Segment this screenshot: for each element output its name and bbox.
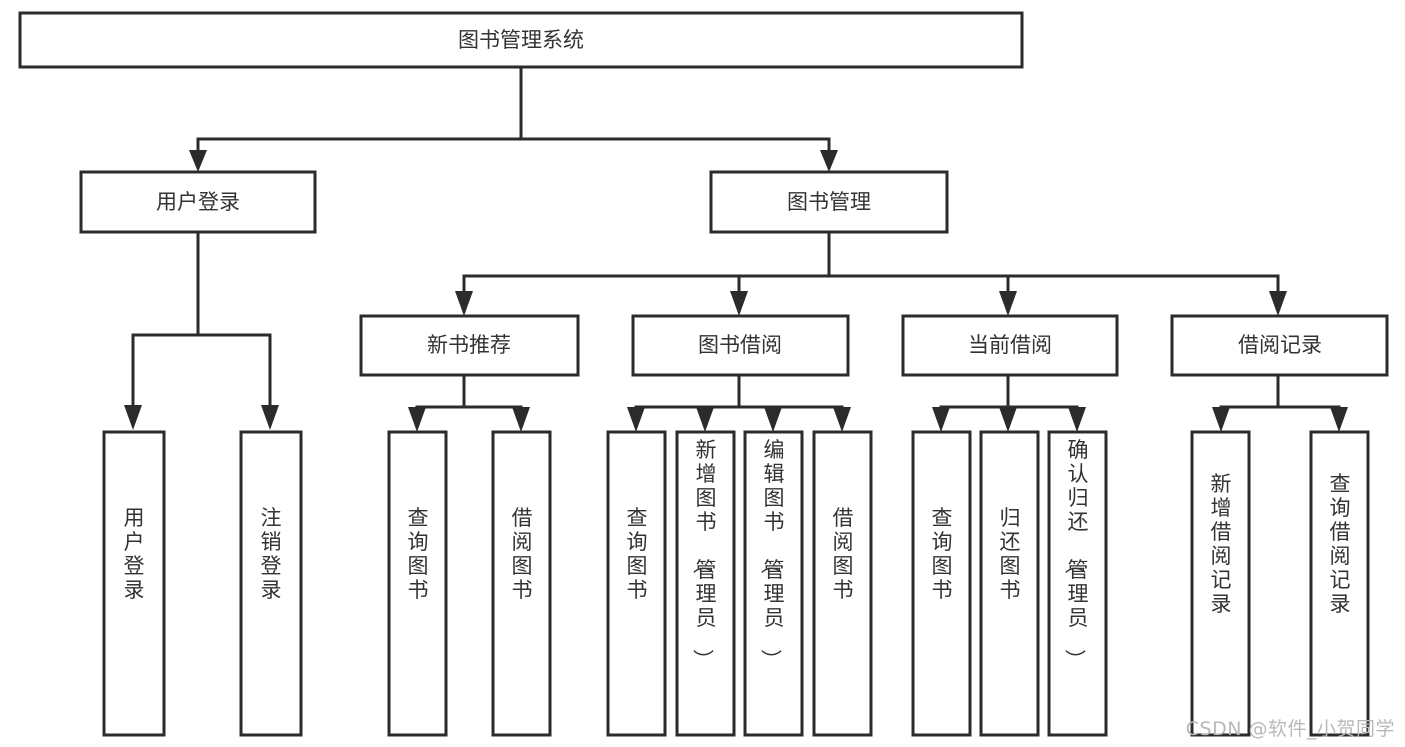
node-leaf-query-book-2-label: 查询图书	[627, 506, 648, 602]
node-borrow-record[interactable]: 借阅记录	[1170, 314, 1389, 377]
node-leaf-borrow-book-2[interactable]: 借阅图书	[812, 430, 873, 737]
node-borrow-record-box[interactable]	[1170, 314, 1389, 377]
edge-group-user-login	[124, 230, 279, 430]
node-leaf-query-book-1-label: 查询图书	[408, 506, 429, 602]
node-leaf-user-logout-label: 注销登录	[261, 506, 282, 602]
arrowhead-leaf-user-logout	[261, 405, 279, 430]
node-leaf-borrow-book-2-label: 借阅图书	[833, 506, 854, 602]
arrowhead-leaf-edit-book	[764, 407, 782, 432]
arrowhead-leaf-query-record	[1330, 407, 1348, 432]
arrowhead-leaf-query-book-2	[627, 407, 645, 432]
arrowhead-book-manage	[820, 150, 838, 172]
node-leaf-edit-book-label: 编辑图书（管理员）	[759, 438, 785, 670]
node-current-borrow-label: 当前借阅	[968, 333, 1052, 357]
arrowhead-new-book-recommend	[455, 291, 473, 316]
node-leaf-add-record[interactable]: 新增借阅记录	[1190, 430, 1251, 737]
arrowhead-leaf-query-book-3	[932, 407, 950, 432]
node-leaf-user-logout-box[interactable]	[239, 430, 303, 737]
node-leaf-user-login-label: 用户登录	[124, 506, 145, 602]
arrowhead-leaf-return-book	[999, 407, 1017, 432]
node-leaf-borrow-book-1[interactable]: 借阅图书	[491, 430, 552, 737]
arrowhead-book-borrow	[730, 291, 748, 316]
node-root-label: 图书管理系统	[458, 28, 584, 52]
edge-group-new-book-recommend	[408, 373, 530, 432]
node-leaf-add-record-label: 新增借阅记录	[1211, 472, 1232, 616]
arrowhead-leaf-add-book	[696, 407, 714, 432]
edge-group-book-manage	[455, 230, 1287, 316]
node-leaf-confirm-return[interactable]: 确认归还（管理员）	[1047, 430, 1108, 737]
node-leaf-query-record-box[interactable]	[1309, 430, 1370, 737]
node-leaf-user-login-box[interactable]	[102, 430, 166, 737]
node-book-manage-box[interactable]	[709, 170, 949, 234]
node-leaf-query-record[interactable]: 查询借阅记录	[1309, 430, 1370, 737]
node-root-box[interactable]	[18, 11, 1024, 69]
arrowhead-user-login	[189, 150, 207, 172]
node-new-book-recommend[interactable]: 新书推荐	[359, 314, 580, 377]
arrowhead-current-borrow	[999, 291, 1017, 316]
edge-group-root	[189, 65, 838, 172]
node-leaf-borrow-book-1-box[interactable]	[491, 430, 552, 737]
node-book-manage[interactable]: 图书管理	[709, 170, 949, 234]
arrowhead-borrow-record	[1269, 291, 1287, 316]
node-leaf-query-book-1-box[interactable]	[387, 430, 448, 737]
node-current-borrow-box[interactable]	[901, 314, 1119, 377]
node-leaf-confirm-return-label: 确认归还（管理员）	[1063, 438, 1089, 670]
arrowhead-leaf-user-login	[124, 405, 142, 430]
node-leaf-query-book-2-box[interactable]	[606, 430, 667, 737]
arrowhead-leaf-confirm-return	[1068, 407, 1086, 432]
edge-group-current-borrow	[932, 373, 1086, 432]
node-leaf-return-book[interactable]: 归还图书	[979, 430, 1040, 737]
edge-group-borrow-record	[1212, 373, 1348, 432]
node-leaf-borrow-book-2-box[interactable]	[812, 430, 873, 737]
node-leaf-query-book-3-label: 查询图书	[932, 506, 953, 602]
node-current-borrow[interactable]: 当前借阅	[901, 314, 1119, 377]
node-leaf-return-book-label: 归还图书	[1000, 506, 1021, 602]
node-new-book-recommend-box[interactable]	[359, 314, 580, 377]
node-leaf-return-book-box[interactable]	[979, 430, 1040, 737]
arrowhead-leaf-borrow-book-1	[512, 407, 530, 432]
node-leaf-borrow-book-1-label: 借阅图书	[512, 506, 533, 602]
node-book-borrow-box[interactable]	[631, 314, 850, 377]
node-book-borrow-label: 图书借阅	[698, 333, 782, 357]
node-leaf-edit-book-box[interactable]	[743, 430, 804, 737]
node-book-borrow[interactable]: 图书借阅	[631, 314, 850, 377]
node-book-manage-label: 图书管理	[787, 190, 871, 214]
edge-group-book-borrow	[627, 373, 851, 432]
node-leaf-query-book-1[interactable]: 查询图书	[387, 430, 448, 737]
node-leaf-add-book[interactable]: 新增图书（管理员）	[675, 430, 736, 737]
node-root[interactable]: 图书管理系统	[18, 11, 1024, 69]
node-leaf-add-book-box[interactable]	[675, 430, 736, 737]
node-leaf-user-logout[interactable]: 注销登录	[239, 430, 303, 737]
arrowhead-leaf-borrow-book-2	[833, 407, 851, 432]
node-leaf-query-book-3-box[interactable]	[911, 430, 972, 737]
arrowhead-leaf-add-record	[1212, 407, 1230, 432]
node-leaf-query-book-3[interactable]: 查询图书	[911, 430, 972, 737]
node-user-login-box[interactable]	[79, 170, 317, 234]
node-leaf-confirm-return-box[interactable]	[1047, 430, 1108, 737]
node-leaf-query-book-2[interactable]: 查询图书	[606, 430, 667, 737]
node-borrow-record-label: 借阅记录	[1238, 333, 1322, 357]
node-user-login[interactable]: 用户登录	[79, 170, 317, 234]
node-leaf-add-book-label: 新增图书（管理员）	[691, 438, 717, 670]
arrowhead-leaf-query-book-1	[408, 407, 426, 432]
node-new-book-recommend-label: 新书推荐	[427, 333, 511, 357]
node-leaf-add-record-box[interactable]	[1190, 430, 1251, 737]
node-leaf-query-record-label: 查询借阅记录	[1330, 472, 1351, 616]
node-user-login-label: 用户登录	[156, 190, 240, 214]
node-leaf-user-login[interactable]: 用户登录	[102, 430, 166, 737]
node-leaf-edit-book[interactable]: 编辑图书（管理员）	[743, 430, 804, 737]
